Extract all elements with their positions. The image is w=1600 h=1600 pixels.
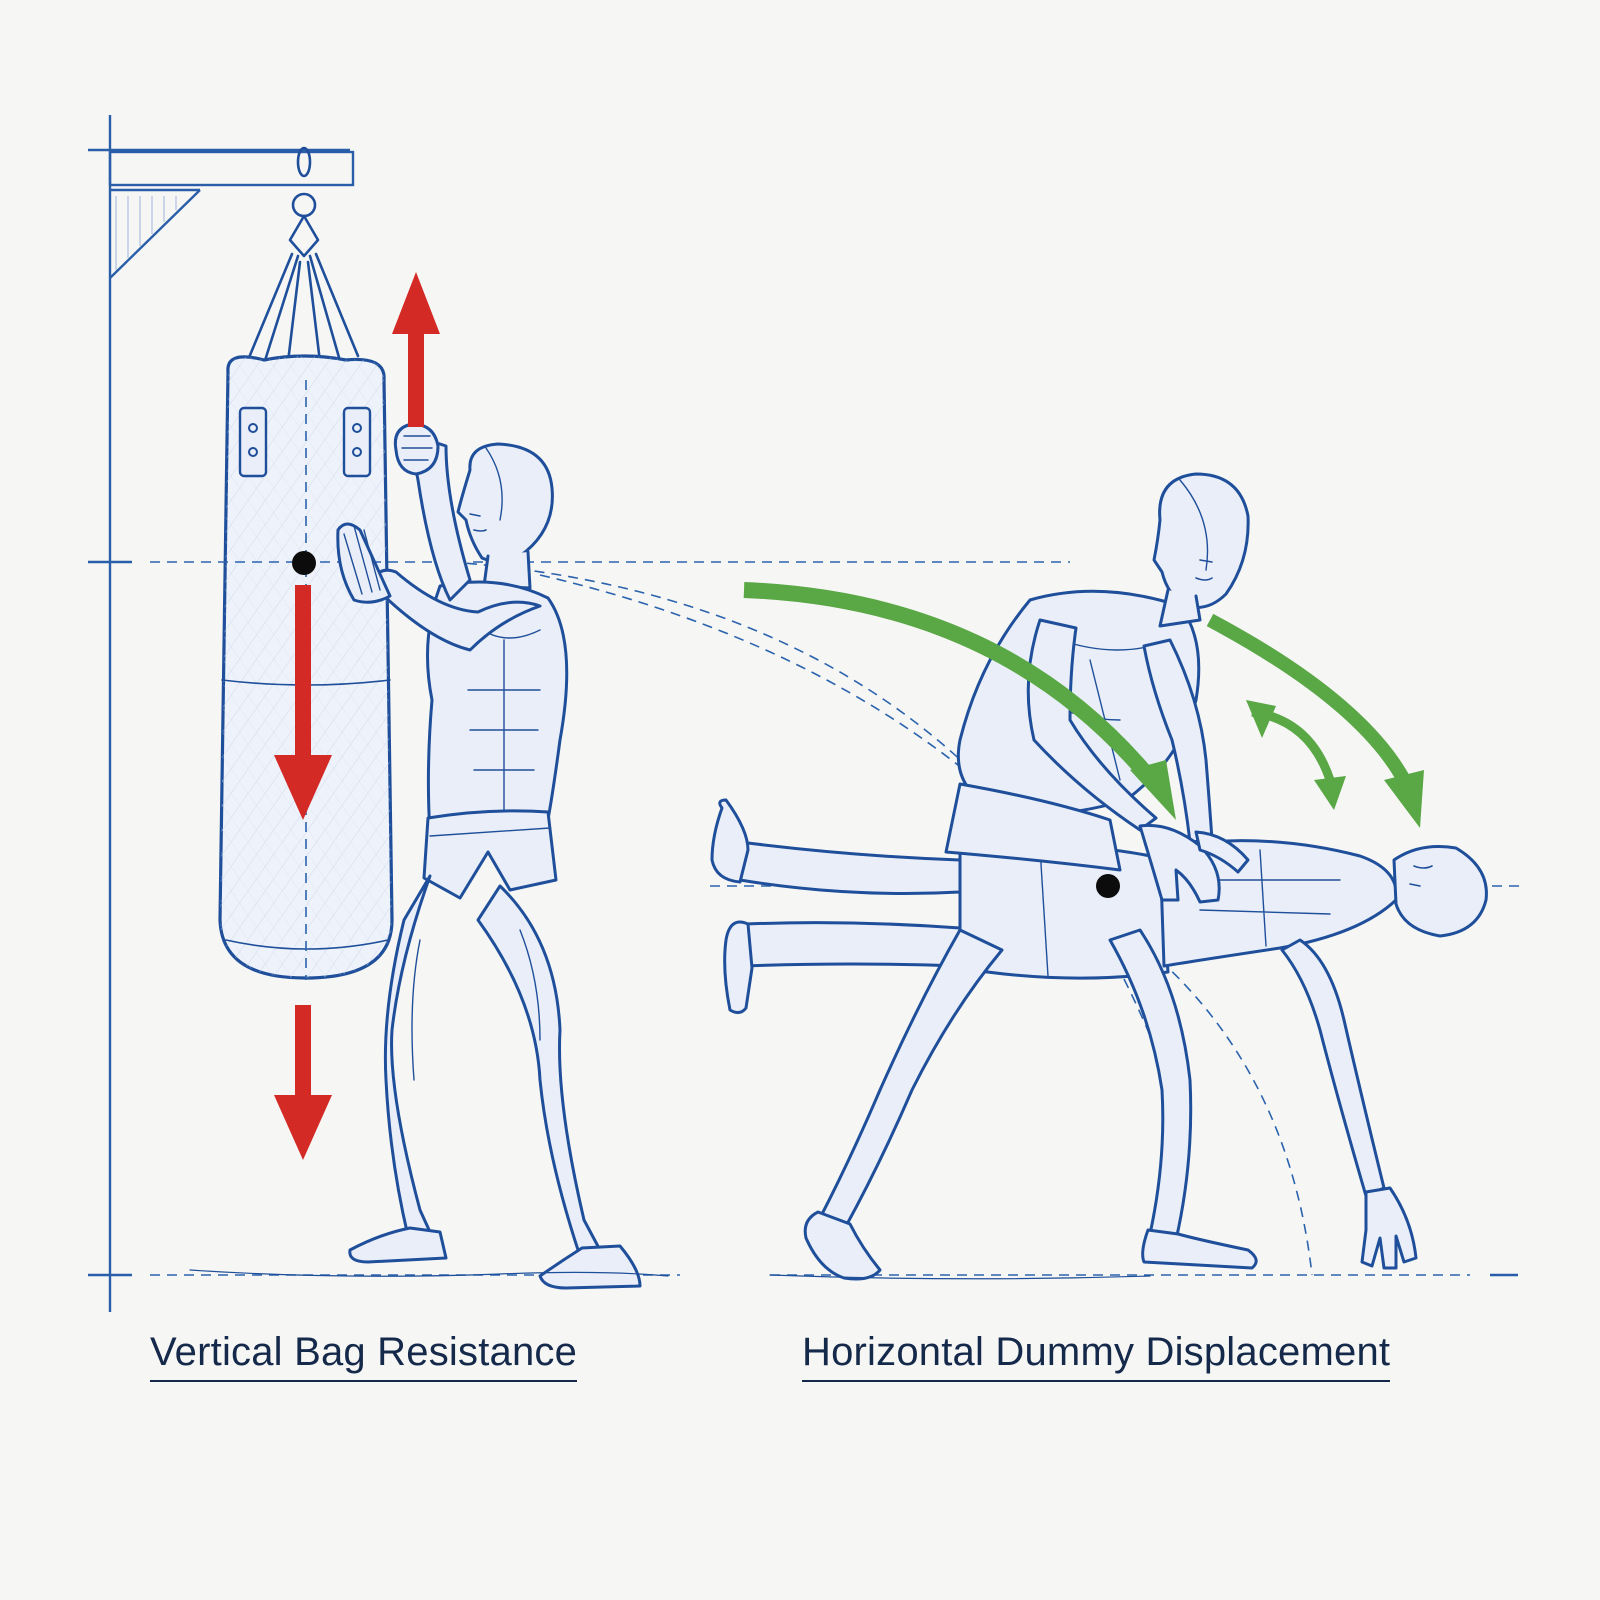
caption-horizontal-dummy: Horizontal Dummy Displacement	[802, 1330, 1391, 1382]
wall-bracket	[88, 115, 355, 1312]
arrow-down-icon	[274, 585, 332, 820]
caption-vertical-bag: Vertical Bag Resistance	[150, 1330, 578, 1382]
rotation-arrow-icon	[1246, 700, 1346, 810]
center-of-mass-dot-dummy	[1096, 874, 1120, 898]
arrow-down-lower-icon	[274, 1005, 332, 1160]
figure-standing	[189, 422, 669, 1290]
center-of-mass-dot-bag	[292, 551, 316, 575]
bag-chain	[246, 146, 360, 372]
figure-operator	[769, 472, 1258, 1281]
arrow-up-icon	[392, 272, 440, 427]
punching-bag	[218, 354, 394, 980]
curved-arrow-large-icon	[743, 582, 1176, 820]
figure-dummy	[710, 798, 1488, 1270]
curved-arrow-right-icon	[1206, 613, 1424, 828]
